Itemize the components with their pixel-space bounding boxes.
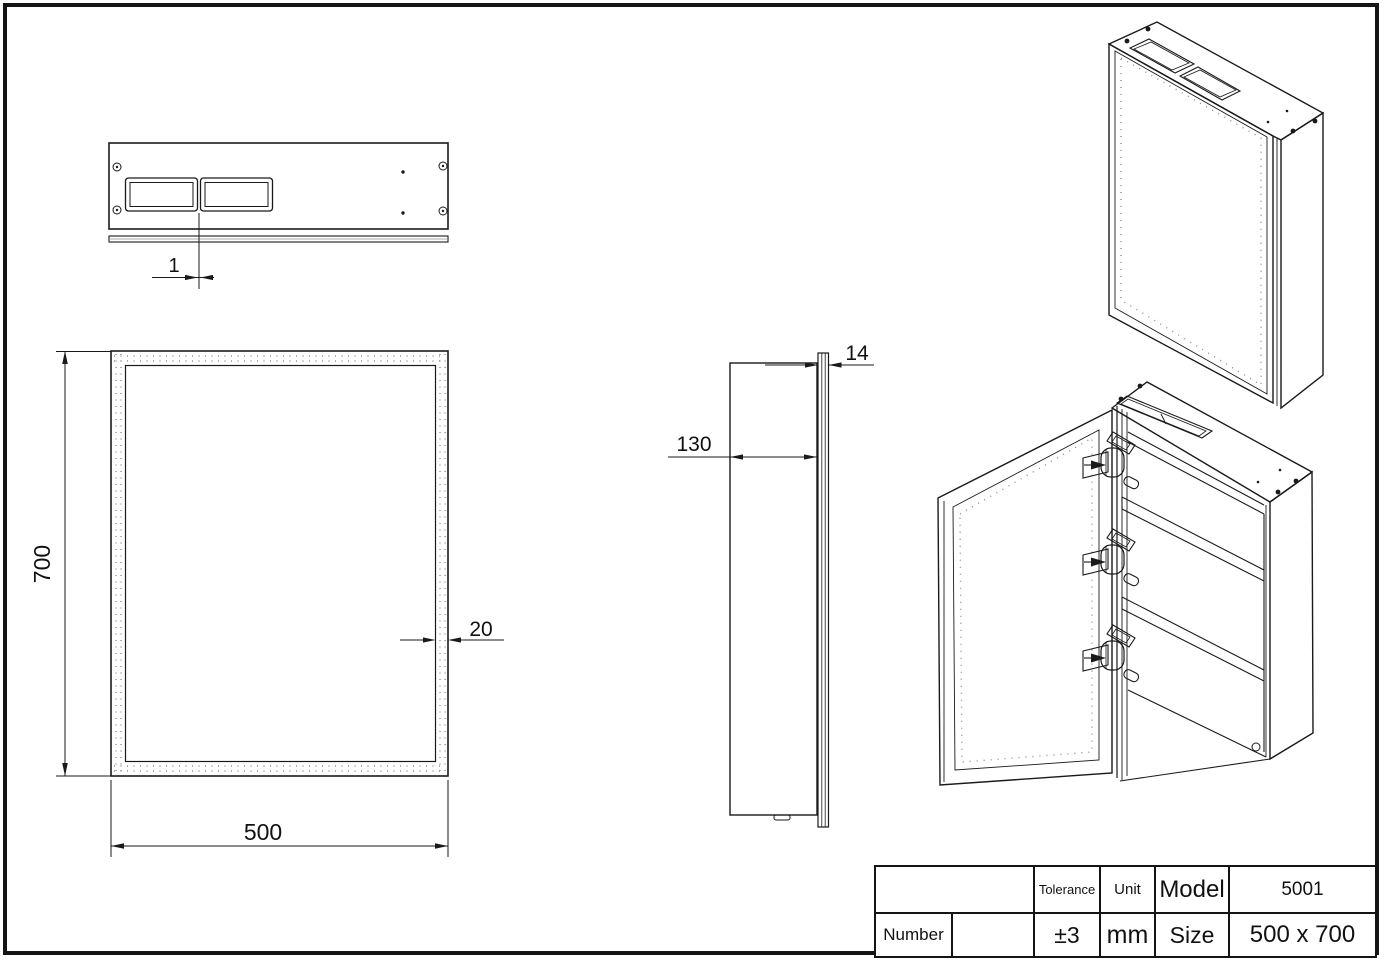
iso-closed-view <box>1107 21 1325 410</box>
hinge <box>1082 528 1140 587</box>
led-cutout-right <box>199 177 274 212</box>
dimension-frame <box>400 637 504 643</box>
dimension-depth <box>668 454 817 460</box>
dimension-top-gap <box>152 213 214 289</box>
dim-label-depth: 130 <box>676 433 711 456</box>
cabinet-top-face <box>1107 21 1325 141</box>
cabinet-interior <box>1119 431 1271 782</box>
dim-label-frame: 20 <box>469 618 492 641</box>
dimension-width <box>110 780 449 857</box>
top-led-cutouts <box>1128 38 1242 101</box>
side-view: 130 14 <box>668 342 874 828</box>
dim-label-top-gap: 1 <box>168 255 179 277</box>
title-block: Tolerance Unit Model 5001 Number ±3 mm S… <box>874 865 1377 958</box>
size-label: Size <box>1154 912 1230 958</box>
top-view: 1 <box>108 142 449 289</box>
title-block-row-2: Number ±3 mm Size 500 x 700 <box>874 912 1377 958</box>
model-label: Model <box>1154 865 1230 914</box>
number-label: Number <box>874 912 953 958</box>
cabinet-side-face <box>1280 111 1324 410</box>
dim-label-width: 500 <box>244 819 282 845</box>
led-cutout-left <box>124 177 199 212</box>
open-top-face <box>1110 381 1314 503</box>
tolerance-value: ±3 <box>1033 912 1101 958</box>
side-door-panel <box>817 352 830 828</box>
open-door <box>937 408 1113 786</box>
front-view: 700 500 20 <box>29 350 504 857</box>
dimension-height <box>56 351 111 777</box>
unit-label: Unit <box>1099 865 1156 914</box>
mirror-door <box>1108 42 1274 405</box>
open-side-face <box>1269 470 1314 761</box>
dimension-door-thickness <box>765 362 874 368</box>
profile-strip <box>108 235 449 243</box>
number-value <box>951 912 1035 958</box>
dim-label-door-thickness: 14 <box>845 342 869 365</box>
seal-stipple-band <box>114 354 446 773</box>
size-value: 500 x 700 <box>1228 912 1377 958</box>
hinge <box>1082 624 1140 683</box>
iso-open-view <box>937 381 1314 786</box>
tolerance-label: Tolerance <box>1033 865 1101 914</box>
unit-value: mm <box>1099 912 1156 958</box>
title-block-row-1: Tolerance Unit Model 5001 <box>874 865 1377 914</box>
sheet-border <box>3 3 1379 955</box>
hinge <box>1082 431 1140 490</box>
model-value: 5001 <box>1228 865 1377 914</box>
dim-label-height: 700 <box>29 545 55 583</box>
title-block-empty-header <box>874 865 1035 914</box>
shelf <box>1121 496 1265 582</box>
shelf <box>1121 596 1265 682</box>
open-top-led-cutout <box>1115 395 1214 439</box>
